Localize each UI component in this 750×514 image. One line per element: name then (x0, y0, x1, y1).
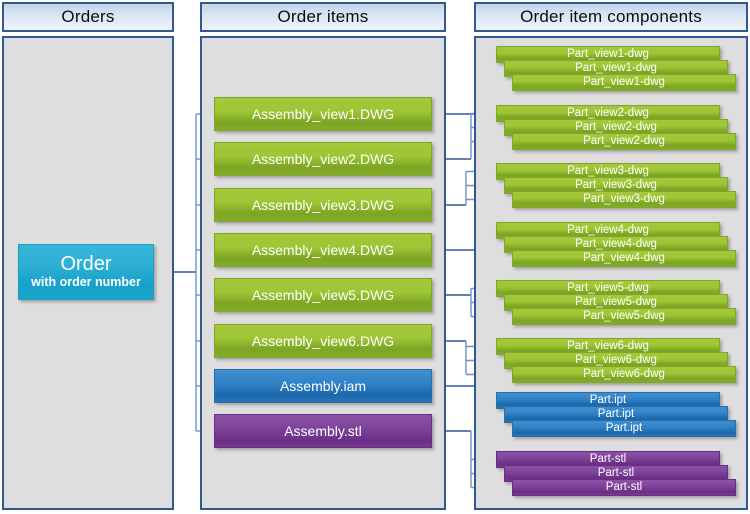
component-label: Part-stl (589, 453, 627, 466)
order-item-label: Assembly_view2.DWG (251, 150, 395, 167)
component-node[interactable]: Part_view6-dwg (496, 338, 720, 355)
component-node[interactable]: Part_view6-dwg (512, 366, 736, 383)
component-node[interactable]: Part_view3-dwg (512, 191, 736, 208)
component-label: Part_view2-dwg (567, 107, 649, 120)
order-item-label: Assembly_view3.DWG (251, 196, 395, 213)
component-label: Part_view6-dwg (567, 340, 649, 353)
component-node[interactable]: Part_view4-dwg (512, 250, 736, 267)
order-item-label: Assembly.stl (284, 422, 362, 439)
component-label: Part_view4-dwg (583, 252, 665, 265)
order-item-node[interactable]: Assembly_view3.DWG (214, 188, 432, 222)
component-label: Part_view1-dwg (575, 62, 657, 75)
component-node[interactable]: Part_view1-dwg (512, 74, 736, 91)
order-title: Order (60, 253, 112, 276)
component-node[interactable]: Part_view2-dwg (512, 133, 736, 150)
column-header-order-item-components: Order item components (474, 2, 748, 32)
component-label: Part_view5-dwg (583, 310, 665, 323)
component-label: Part_view4-dwg (575, 238, 657, 251)
component-label: Part.ipt (605, 422, 643, 435)
component-node[interactable]: Part_view2-dwg (496, 105, 720, 122)
order-item-label: Assembly_view6.DWG (251, 332, 395, 349)
order-item-label: Assembly_view5.DWG (251, 286, 395, 303)
component-label: Part_view6-dwg (575, 354, 657, 367)
component-label: Part_view2-dwg (583, 135, 665, 148)
component-label: Part_view1-dwg (567, 48, 649, 61)
order-item-node[interactable]: Assembly_view2.DWG (214, 142, 432, 176)
component-node[interactable]: Part_view1-dwg (504, 60, 728, 77)
component-label: Part_view5-dwg (567, 282, 649, 295)
order-item-label: Assembly_view1.DWG (251, 105, 395, 122)
component-node[interactable]: Part-stl (504, 465, 728, 482)
order-item-node[interactable]: Assembly.iam (214, 369, 432, 403)
component-node[interactable]: Part_view1-dwg (496, 46, 720, 63)
order-item-node[interactable]: Assembly_view5.DWG (214, 278, 432, 312)
component-label: Part_view3-dwg (583, 193, 665, 206)
component-node[interactable]: Part_view3-dwg (504, 177, 728, 194)
order-item-label: Assembly.iam (279, 377, 367, 394)
component-label: Part_view5-dwg (575, 296, 657, 309)
order-item-node[interactable]: Assembly_view1.DWG (214, 97, 432, 131)
column-title: Order items (277, 7, 369, 26)
order-item-node[interactable]: Assembly.stl (214, 414, 432, 448)
component-node[interactable]: Part.ipt (496, 392, 720, 409)
component-node[interactable]: Part-stl (512, 479, 736, 496)
order-item-label: Assembly_view4.DWG (251, 241, 395, 258)
component-label: Part_view1-dwg (583, 76, 665, 89)
component-label: Part_view3-dwg (567, 165, 649, 178)
component-label: Part_view3-dwg (575, 179, 657, 192)
component-label: Part.ipt (597, 408, 635, 421)
order-item-node[interactable]: Assembly_view4.DWG (214, 233, 432, 267)
component-label: Part_view2-dwg (575, 121, 657, 134)
component-node[interactable]: Part.ipt (512, 420, 736, 437)
order-item-node[interactable]: Assembly_view6.DWG (214, 324, 432, 358)
component-label: Part.ipt (589, 394, 627, 407)
column-header-orders: Orders (2, 2, 174, 32)
component-node[interactable]: Part_view5-dwg (512, 308, 736, 325)
component-label: Part_view6-dwg (583, 368, 665, 381)
column-title: Orders (61, 7, 115, 26)
component-label: Part_view4-dwg (567, 224, 649, 237)
column-title: Order item components (520, 7, 702, 26)
column-header-order-items: Order items (200, 2, 446, 32)
order-subtitle: with order number (31, 275, 141, 290)
component-label: Part-stl (597, 467, 635, 480)
component-label: Part-stl (605, 481, 643, 494)
